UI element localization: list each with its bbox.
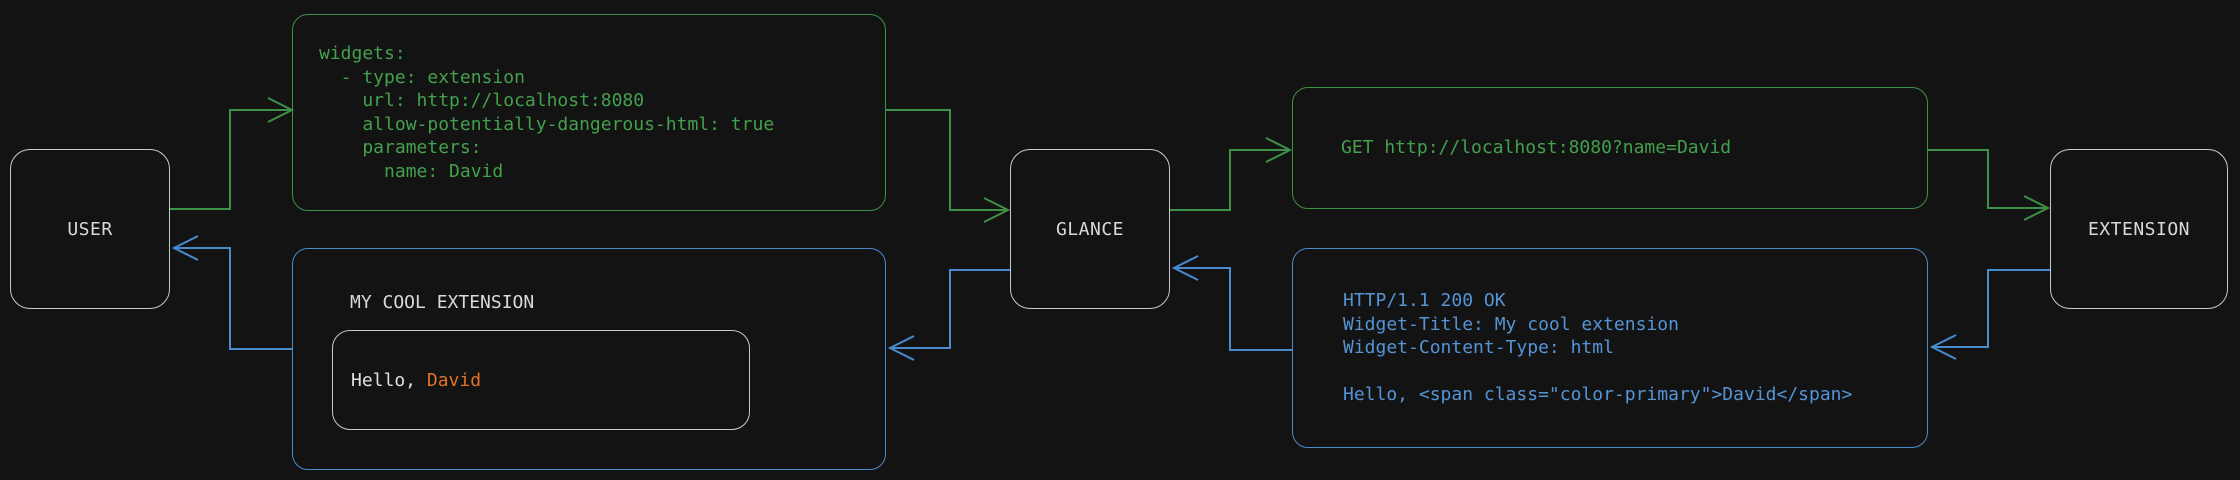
rendered-widget-box: MY COOL EXTENSION Hello, David — [292, 248, 886, 470]
http-request-box: GET http://localhost:8080?name=David — [1292, 87, 1928, 209]
widget-hello-text: Hello, — [351, 369, 427, 391]
config-line: widgets: — [319, 43, 406, 64]
arrow-right-icon — [983, 197, 1011, 223]
response-line: Widget-Title: My cool extension — [1343, 313, 1679, 335]
node-user: USER — [10, 149, 170, 309]
config-line: allow-potentially-dangerous-html: true — [319, 113, 775, 135]
config-line: name: David — [319, 160, 504, 182]
widget-title: MY COOL EXTENSION — [350, 292, 535, 313]
arrow-left-icon — [1171, 255, 1199, 281]
widget-content-box: Hello, David — [332, 330, 750, 430]
node-extension-label: EXTENSION — [2087, 218, 2191, 240]
node-extension: EXTENSION — [2050, 149, 2228, 309]
config-yaml-box: widgets: - type: extension url: http://l… — [292, 14, 886, 211]
config-line: parameters: — [319, 137, 482, 158]
http-response-box: HTTP/1.1 200 OK Widget-Title: My cool ex… — [1292, 248, 1928, 448]
connector-widget-to-user — [176, 247, 292, 350]
arrow-right-icon — [2023, 195, 2051, 221]
arrow-left-icon — [887, 335, 915, 361]
connector-config-to-glance — [886, 109, 1006, 211]
node-glance: GLANCE — [1010, 149, 1170, 309]
config-line: - type: extension — [319, 66, 525, 88]
node-user-label: USER — [67, 218, 113, 240]
connector-request-to-extension — [1928, 149, 2046, 209]
request-line: GET http://localhost:8080?name=David — [1341, 137, 1732, 159]
connector-user-to-config — [170, 109, 290, 210]
response-line — [1343, 360, 1927, 384]
connector-glance-to-widget — [892, 269, 1010, 349]
config-line: url: http://localhost:8080 — [319, 90, 645, 111]
response-line: HTTP/1.1 200 OK — [1343, 290, 1506, 312]
node-glance-label: GLANCE — [1055, 218, 1125, 240]
connector-extension-to-response — [1934, 269, 2050, 348]
arrow-right-icon — [1265, 137, 1293, 163]
widget-hello-name: David — [426, 369, 482, 391]
arrow-left-icon — [171, 235, 199, 261]
connector-glance-to-request — [1170, 149, 1288, 211]
arrow-left-icon — [1929, 334, 1957, 360]
response-line: Widget-Content-Type: html — [1343, 337, 1614, 359]
response-line: Hello, <span class="color-primary">David… — [1343, 384, 1853, 406]
connector-response-to-glance — [1176, 267, 1292, 351]
